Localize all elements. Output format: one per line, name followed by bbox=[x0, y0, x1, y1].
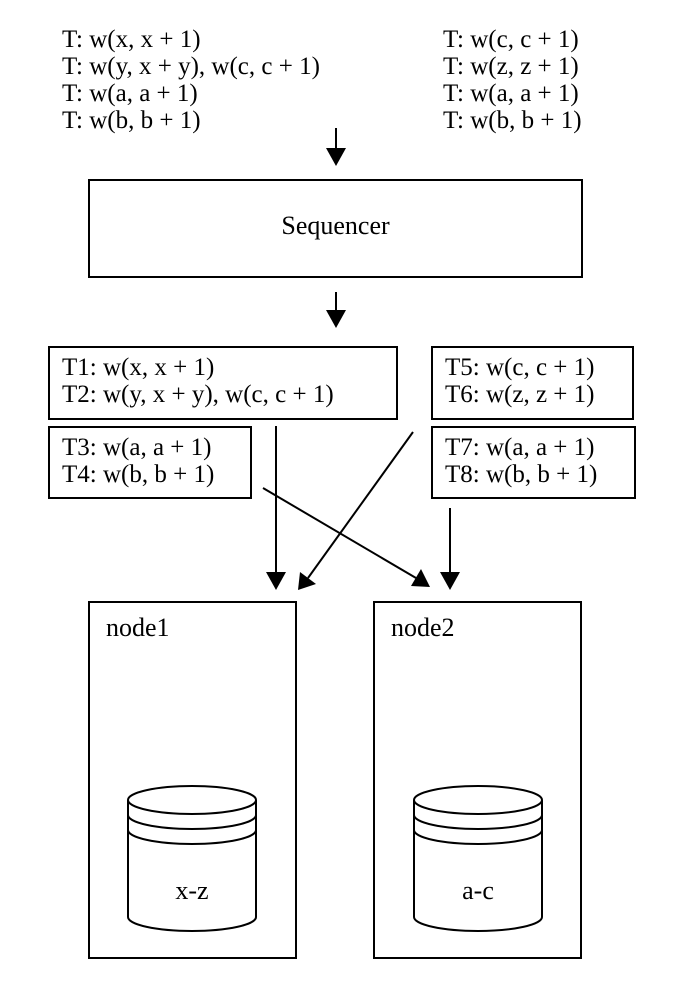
arrow-batch2-to-node2 bbox=[262, 487, 430, 587]
arrow-batch3-to-node1 bbox=[298, 431, 414, 590]
batch-transaction: T6: w(z, z + 1) bbox=[445, 381, 595, 408]
batch-t5-t6: T5: w(c, c + 1) T6: w(z, z + 1) bbox=[431, 346, 634, 420]
batch-transaction: T2: w(y, x + y), w(c, c + 1) bbox=[62, 381, 334, 408]
right-input-transactions: T: w(c, c + 1) T: w(z, z + 1) T: w(a, a … bbox=[443, 26, 582, 134]
node2-database-range: a-c bbox=[462, 876, 494, 905]
arrow-sequencer-to-batches bbox=[326, 292, 346, 328]
arrow-batch1-to-node1 bbox=[266, 426, 286, 590]
input-transaction: T: w(y, x + y), w(c, c + 1) bbox=[62, 53, 320, 80]
input-transaction: T: w(z, z + 1) bbox=[443, 53, 579, 80]
input-transaction: T: w(a, a + 1) bbox=[443, 80, 579, 107]
batch-transaction: T4: w(b, b + 1) bbox=[62, 461, 215, 488]
batch-t7-t8: T7: w(a, a + 1) T8: w(b, b + 1) bbox=[431, 426, 636, 499]
batch-transaction: T7: w(a, a + 1) bbox=[445, 434, 595, 461]
node1-label: node1 bbox=[106, 613, 170, 642]
sequencer-label: Sequencer bbox=[281, 211, 390, 240]
node2-label: node2 bbox=[391, 613, 455, 642]
input-transaction: T: w(c, c + 1) bbox=[443, 26, 579, 53]
input-transaction: T: w(x, x + 1) bbox=[62, 26, 201, 53]
input-transaction: T: w(b, b + 1) bbox=[443, 107, 582, 134]
input-transaction: T: w(b, b + 1) bbox=[62, 107, 201, 134]
batch-transaction: T3: w(a, a + 1) bbox=[62, 434, 212, 461]
batch-transaction: T8: w(b, b + 1) bbox=[445, 461, 598, 488]
input-transaction: T: w(a, a + 1) bbox=[62, 80, 198, 107]
batch-t3-t4: T3: w(a, a + 1) T4: w(b, b + 1) bbox=[48, 426, 252, 499]
node1-database-range: x-z bbox=[175, 876, 209, 905]
batch-t1-t2: T1: w(x, x + 1) T2: w(y, x + y), w(c, c … bbox=[48, 346, 398, 420]
left-input-transactions: T: w(x, x + 1) T: w(y, x + y), w(c, c + … bbox=[62, 26, 320, 134]
arrow-inputs-to-sequencer bbox=[326, 128, 346, 166]
batch-transaction: T5: w(c, c + 1) bbox=[445, 354, 595, 381]
batch-transaction: T1: w(x, x + 1) bbox=[62, 354, 215, 381]
sequencer-box: Sequencer bbox=[88, 179, 583, 278]
arrow-batch4-to-node2 bbox=[440, 508, 460, 590]
